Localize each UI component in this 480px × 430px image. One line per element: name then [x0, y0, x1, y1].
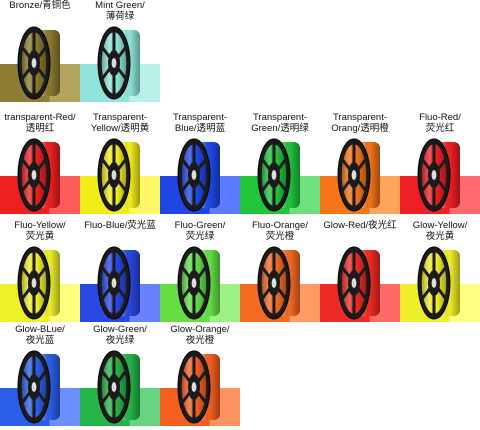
filament-color-label: Glow-BLue/ 夜光蓝	[15, 324, 65, 346]
filament-color-label: Glow-Yellow/ 夜光黄	[412, 220, 468, 242]
filament-tile: Transparent- Orang/透明橙	[320, 112, 400, 214]
filament-tile: Fluo-Yellow/ 荧光黄	[0, 220, 80, 322]
filament-spool-image	[417, 246, 460, 320]
filament-color-label: Glow-Orange/ 夜光橙	[170, 324, 230, 346]
filament-tile: transparent-Red/ 透明红	[0, 112, 80, 214]
filament-spool-image	[337, 246, 380, 320]
filament-spool-image	[337, 138, 380, 212]
filament-tile: Fluo-Orange/ 荧光橙	[240, 220, 320, 322]
filament-color-label: Transparent- Orang/透明橙	[331, 112, 389, 134]
filament-spool-image	[97, 138, 140, 212]
filament-color-label: Transparent- Green/透明绿	[251, 112, 309, 134]
filament-tile: Glow-Orange/ 夜光橙	[160, 324, 240, 426]
filament-tile: Glow-Red/夜光红	[320, 220, 400, 322]
filament-color-label: Mint Green/ 薄荷绿	[95, 0, 145, 22]
filament-spool-image	[177, 350, 220, 424]
filament-spool-image	[97, 350, 140, 424]
filament-spool-image	[97, 26, 140, 100]
filament-tile: Transparent- Yellow/透明黄	[80, 112, 160, 214]
filament-color-label: Fluo-Yellow/ 荧光黄	[14, 220, 66, 242]
filament-color-label: transparent-Red/ 透明红	[4, 112, 76, 134]
filament-tile: Transparent- Blue/透明蓝	[160, 112, 240, 214]
filament-tile: Fluo-Blue/荧光蓝	[80, 220, 160, 322]
filament-color-label: Glow-Green/ 夜光绿	[93, 324, 147, 346]
filament-tile: Glow-Green/ 夜光绿	[80, 324, 160, 426]
filament-spool-image	[257, 246, 300, 320]
filament-color-label: Fluo-Green/ 荧光绿	[174, 220, 226, 242]
filament-color-label: Transparent- Blue/透明蓝	[172, 112, 228, 134]
filament-tile: Glow-BLue/ 夜光蓝	[0, 324, 80, 426]
filament-tile: Fluo-Red/ 荧光红	[400, 112, 480, 214]
filament-color-label: Glow-Red/夜光红	[323, 220, 397, 231]
filament-color-label: Fluo-Red/ 荧光红	[419, 112, 461, 134]
filament-spool-image	[17, 246, 60, 320]
filament-color-label: Transparent- Yellow/透明黄	[90, 112, 150, 134]
filament-spool-image	[17, 26, 60, 100]
filament-spool-image	[177, 246, 220, 320]
filament-color-label: Fluo-Orange/ 荧光橙	[252, 220, 308, 242]
filament-tile: Transparent- Green/透明绿	[240, 112, 320, 214]
filament-spool-image	[97, 246, 140, 320]
filament-tile: Bronze/青铜色	[0, 0, 80, 102]
filament-tile: Mint Green/ 薄荷绿	[80, 0, 160, 102]
filament-spool-image	[257, 138, 300, 212]
filament-spool-image	[417, 138, 460, 212]
filament-color-label: Fluo-Blue/荧光蓝	[84, 220, 156, 231]
filament-spool-image	[17, 350, 60, 424]
filament-spool-image	[177, 138, 220, 212]
filament-tile: Glow-Yellow/ 夜光黄	[400, 220, 480, 322]
filament-tile: Fluo-Green/ 荧光绿	[160, 220, 240, 322]
filament-spool-image	[17, 138, 60, 212]
filament-color-label: Bronze/青铜色	[9, 0, 71, 11]
